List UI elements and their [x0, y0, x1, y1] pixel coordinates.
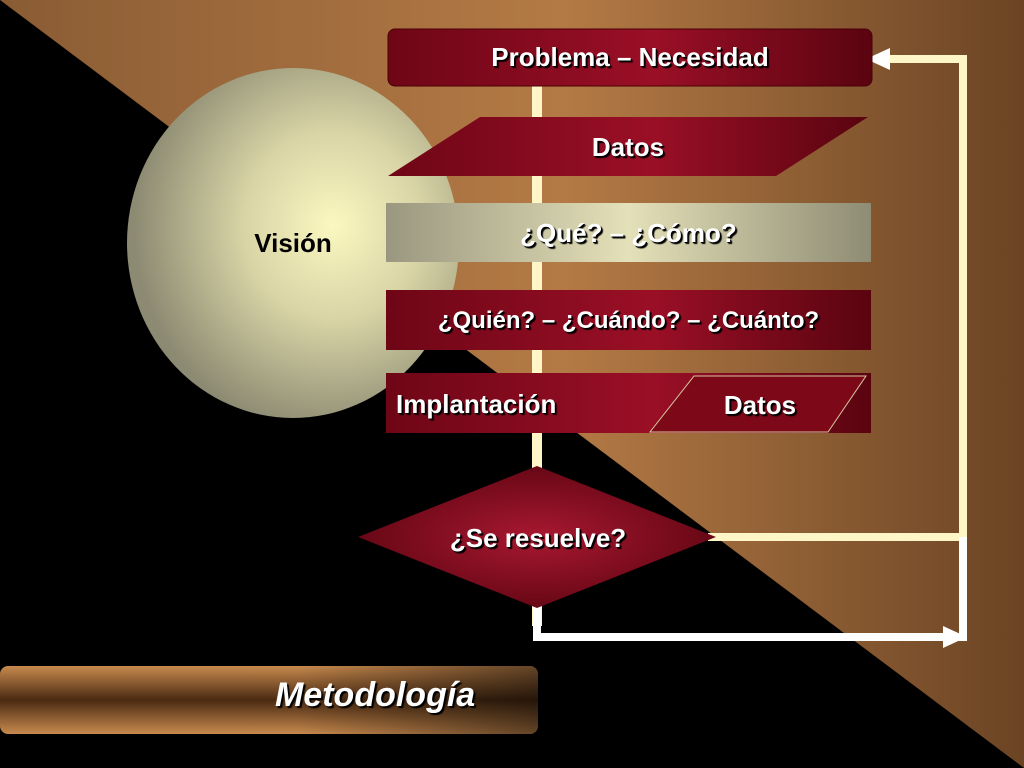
who-when-box — [386, 290, 871, 350]
what-how-label: ¿Qué? – ¿Cómo? — [520, 218, 737, 248]
flow-spine — [532, 86, 542, 626]
decision-diamond — [358, 466, 716, 608]
vision-sphere — [127, 68, 459, 418]
what-how-box — [386, 203, 871, 262]
feedback-line-lower — [533, 606, 945, 641]
feedback-arrowhead-upper — [866, 48, 890, 70]
implementation-data-parallelogram — [648, 375, 867, 433]
feedback-arrowhead-lower — [943, 626, 967, 648]
data-parallelogram — [388, 117, 868, 176]
implementation-label: Implantación — [396, 389, 557, 419]
feedback-line-right — [959, 537, 967, 641]
problem-label: Problema – Necesidad — [491, 42, 769, 72]
problem-box — [387, 28, 873, 87]
decision-label: ¿Se resuelve? — [449, 523, 627, 553]
feedback-line-upper — [708, 55, 967, 541]
data-top-label: Datos — [591, 132, 665, 162]
data-bottom-label: Datos — [723, 390, 797, 420]
footer-banner-shade — [0, 666, 538, 734]
page-title: Metodología — [275, 676, 476, 714]
who-when-label: ¿Quién? – ¿Cuándo? – ¿Cuánto? — [437, 307, 820, 334]
vision-label: Visión — [254, 228, 332, 258]
